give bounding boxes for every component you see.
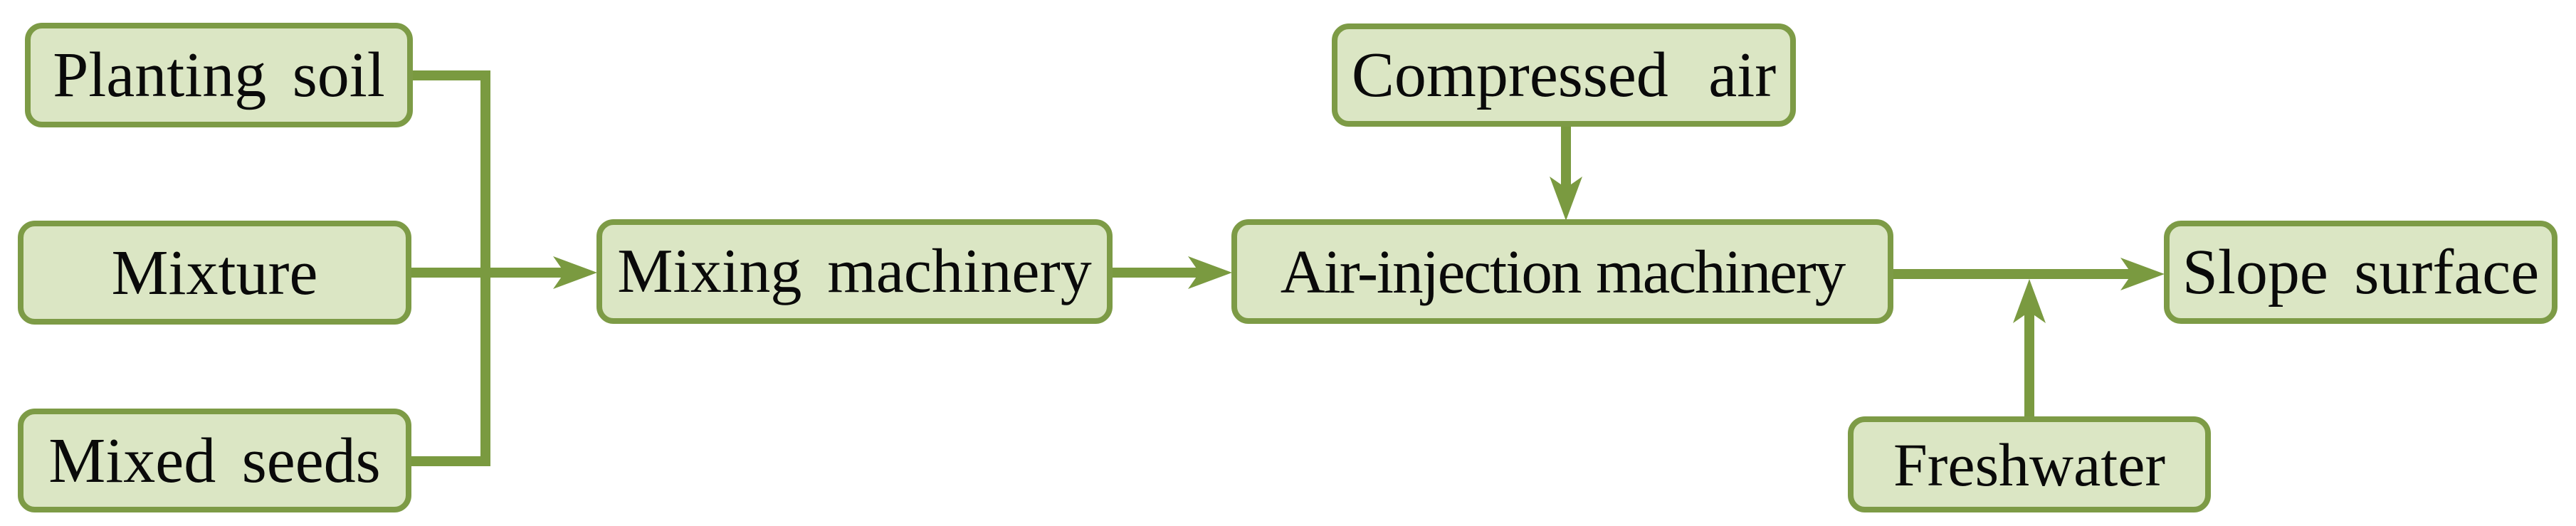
node-mixture-label: Mixture	[111, 237, 318, 308]
node-freshwater: Freshwater	[1848, 416, 2211, 512]
node-mixing-machinery-label: Mixing machinery	[617, 237, 1092, 306]
edge-freshwater-up-arrowhead-icon	[2013, 279, 2046, 323]
node-compressed-air-label: Compressed air	[1351, 40, 1777, 110]
edge-mixing-to-airinjection-arrowhead-icon	[1188, 256, 1232, 289]
node-slope-surface-label: Slope surface	[2182, 237, 2540, 307]
edge-compressedair-down-arrowhead-icon	[1550, 177, 1582, 221]
node-air-injection-machinery-label: Air-injection machinery	[1280, 237, 1846, 306]
node-freshwater-label: Freshwater	[1893, 430, 2166, 499]
node-mixture: Mixture	[18, 221, 411, 325]
node-planting-soil-label: Planting soil	[53, 40, 385, 110]
edge-mixture-to-mixing-arrowhead-icon	[553, 256, 597, 289]
node-air-injection-machinery: Air-injection machinery	[1231, 219, 1893, 324]
node-mixed-seeds-label: Mixed seeds	[48, 425, 381, 496]
edge-airinjection-to-slope-arrowhead-icon	[2120, 258, 2165, 290]
node-mixed-seeds: Mixed seeds	[18, 409, 411, 512]
node-compressed-air: Compressed air	[1332, 23, 1796, 127]
node-slope-surface: Slope surface	[2164, 221, 2557, 324]
node-mixing-machinery: Mixing machinery	[596, 219, 1113, 324]
node-planting-soil: Planting soil	[25, 23, 413, 127]
